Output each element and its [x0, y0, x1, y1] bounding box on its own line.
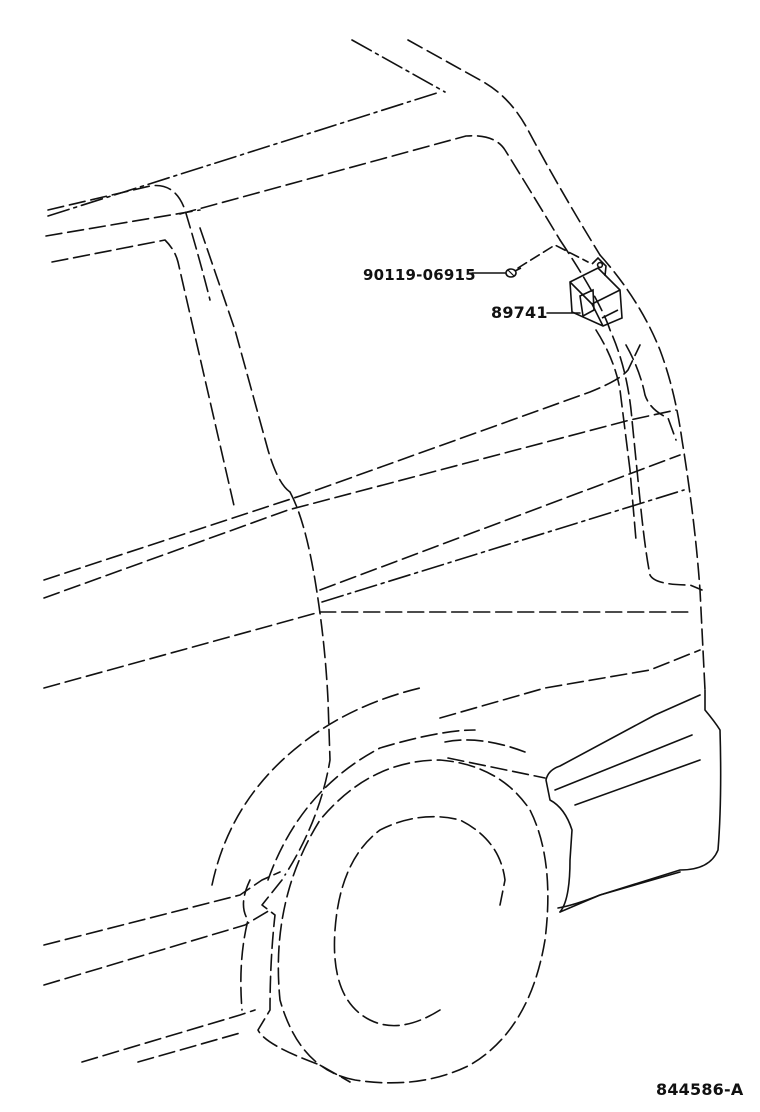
rear-tire [277, 759, 549, 1084]
quarter-window-outline [47, 134, 561, 511]
diagram-reference-code: 844586-A [656, 1080, 744, 1099]
body-side-lines [43, 344, 691, 876]
bolt-part-number-label: 90119-06915 [363, 266, 476, 284]
control-module-icon [569, 256, 623, 327]
module-part-number-label: 89741 [491, 303, 548, 322]
rear-wheel-arch [211, 687, 546, 886]
rear-pillar-outline [559, 239, 706, 691]
rear-bumper-outline [439, 649, 722, 913]
bolt-icon [505, 267, 522, 278]
rocker-panel-outline [43, 871, 351, 1083]
roof-outline [45, 39, 601, 256]
